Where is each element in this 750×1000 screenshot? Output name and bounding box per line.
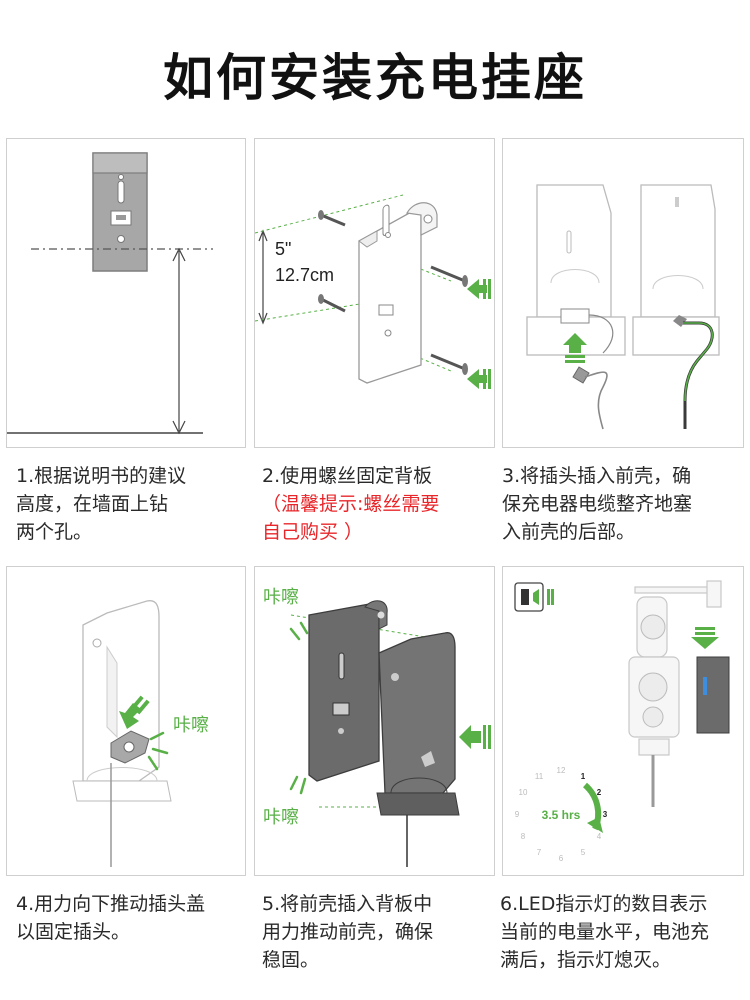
step4-illustration: 咔嚓 [6,566,246,876]
front-shell-rear [640,184,716,318]
step6-illustration: 12 1 2 3 4 5 6 7 8 9 10 11 3.5 hrs [502,566,744,876]
caption-line: 3.将插头插入前壳，确 [502,465,692,487]
step3-caption: 3.将插头插入前壳，确 保充电器电缆整齐地塞 入前壳的后部。 [502,462,746,546]
step1-caption: 1.根据说明书的建议 高度，在墙面上钻 两个孔。 [16,462,246,546]
clock-number: 1 [581,772,586,781]
step6-caption: 6.LED指示灯的数目表示 当前的电量水平，电池充 满后，指示灯熄灭。 [500,890,748,974]
charge-time: 3.5 hrs [542,808,581,822]
clock-number: 10 [519,788,528,797]
push-arrow-icon [467,279,491,299]
clock-number: 11 [535,772,544,781]
caption-line: 用力推动前壳，确保 [262,921,434,943]
back-plate [308,602,380,782]
caption-line: 1.根据说明书的建议 [16,465,187,487]
caption-line: 以固定插头。 [16,921,131,943]
caption-line: 5.将前壳插入背板中 [262,893,433,915]
screw-bottom-left [318,294,346,313]
step5-illustration: 咔嚓 咔嚓 [254,566,495,876]
clock-number: 7 [537,848,542,857]
caption-line: 稳固。 [262,949,320,971]
caption-line: 4.用力向下推动插头盖 [16,893,206,915]
caption-line: 两个孔。 [16,521,93,543]
click-label-bottom: 咔嚓 [263,807,299,828]
caption-line: 高度，在墙面上钻 [16,493,169,515]
caption-line: 保充电器电缆整齐地塞 [502,493,693,515]
front-shell [378,632,456,794]
step2-caption: 2.使用螺丝固定背板 （温馨提示:螺丝需要 自己购买 ） [262,462,496,546]
caption-line: 入前壳的后部。 [502,521,636,543]
clock-number: 12 [557,766,566,775]
charging-dock [696,656,730,734]
caption-note: （温馨提示:螺丝需要 [262,493,440,515]
front-shell [536,184,612,318]
caption-line: 满后，指示灯熄灭。 [500,949,672,971]
insert-arrow-icon [691,627,719,649]
dock-icon [514,582,554,612]
caption-line: 6.LED指示灯的数目表示 [500,893,708,915]
step3-illustration [502,138,744,448]
clock-number: 6 [559,854,564,863]
step4-caption: 4.用力向下推动插头盖 以固定插头。 [16,890,248,946]
clock-number: 3 [603,810,608,819]
caption-line: 2.使用螺丝固定背板 [262,465,433,487]
push-down-arrow-icon [119,695,150,729]
page-title: 如何安装充电挂座 [163,49,587,107]
clock-number: 2 [597,788,602,797]
caption-line: 当前的电量水平，电池充 [500,921,710,943]
screw-top-left [318,210,346,227]
caption-note: 自己购买 ） [262,521,364,543]
step2-illustration: 5" 12.7cm [254,138,495,448]
screw-top-right [430,265,468,287]
clock-number: 5 [581,848,586,857]
push-arrow-icon [467,369,491,389]
charge-clock: 12 1 2 3 4 5 6 7 8 9 10 11 [515,766,608,863]
clock-number: 8 [521,832,526,841]
clock-number: 9 [515,810,520,819]
click-label-top: 咔嚓 [263,587,299,608]
step1-illustration [6,138,246,448]
clock-number: 4 [597,832,602,841]
insert-arrow-icon [563,333,587,363]
push-arrow-icon [459,725,491,749]
click-label: 咔嚓 [173,715,209,736]
measure-cm: 12.7cm [275,265,334,285]
screw-bottom-right [430,353,468,375]
step5-caption: 5.将前壳插入背板中 用力推动前壳，确保 稳固。 [262,890,496,974]
measure-inch: 5" [275,239,291,259]
